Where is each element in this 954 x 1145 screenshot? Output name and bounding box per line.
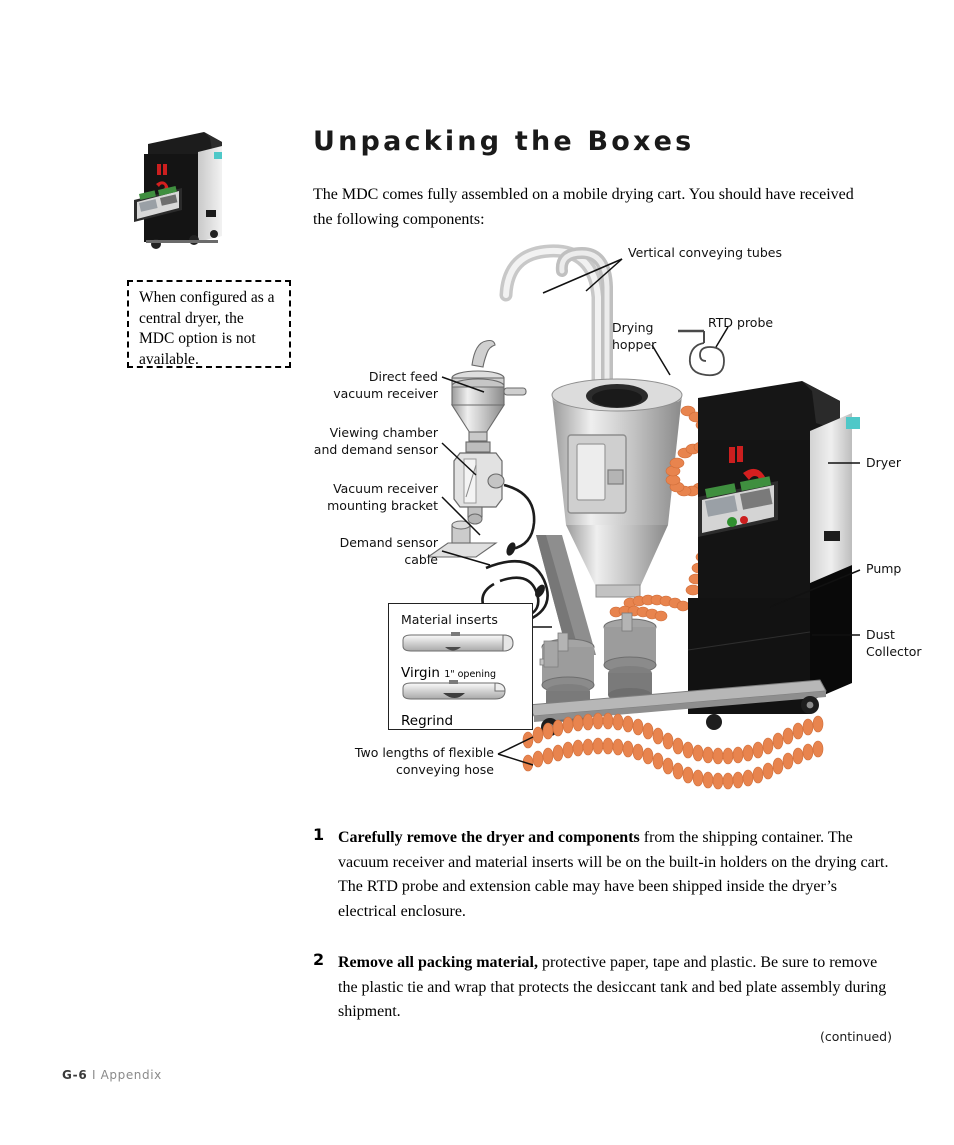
- page-title: Unpacking the Boxes: [313, 126, 695, 157]
- step-number: 2: [313, 950, 325, 969]
- note-callout: When configured as a central dryer, the …: [127, 280, 291, 368]
- material-inserts-box: Material inserts Virgin 1" opening Regri…: [388, 603, 533, 730]
- step-item: 2 Remove all packing material, protectiv…: [313, 950, 893, 1025]
- dryer-unit-graphic: [698, 381, 860, 598]
- vacuum-receiver-mounting-bracket-graphic: [426, 520, 498, 558]
- step-lead: Remove all packing material,: [338, 954, 538, 971]
- intro-paragraph: The MDC comes fully assembled on a mobil…: [313, 186, 854, 228]
- viewing-chamber-graphic: [453, 441, 536, 556]
- vertical-conveying-tubes-graphic: [499, 244, 613, 426]
- rtd-probe-graphic: [678, 329, 725, 377]
- direct-feed-vacuum-receiver-graphic: [450, 339, 527, 442]
- label-dryer: Dryer: [866, 455, 901, 470]
- step-lead: Carefully remove the dryer and component…: [338, 829, 640, 846]
- note-callout-text: When configured as a central dryer, the …: [139, 289, 275, 368]
- regrind-insert-icon: [402, 680, 506, 700]
- regrind-insert-label: Regrind: [401, 713, 454, 729]
- label-drying-hopper: Drying hopper: [612, 320, 657, 352]
- label-rtd-probe: RTD probe: [708, 315, 774, 330]
- drying-hopper-graphic: [551, 378, 683, 598]
- page-footer: G-6 I Appendix: [62, 1068, 162, 1082]
- virgin-insert-label: Virgin 1" opening: [401, 665, 496, 681]
- step-item: 1 Carefully remove the dryer and compone…: [313, 825, 893, 924]
- folio-section: Appendix: [100, 1068, 162, 1082]
- leader-lines: [441, 258, 861, 766]
- exploded-component-diagram: Vertical conveying tubes Drying hopper R…: [300, 235, 940, 815]
- label-direct-feed-vacuum-receiver: Direct feed vacuum receiver: [333, 369, 438, 401]
- procedure-steps: 1 Carefully remove the dryer and compone…: [313, 825, 893, 1044]
- step-body: from the shipping container. The vacuum …: [338, 829, 889, 920]
- step-body: protective paper, tape and plastic. Be s…: [338, 954, 887, 1020]
- step-number: 1: [313, 825, 325, 844]
- virgin-text: Virgin: [401, 665, 440, 681]
- flexible-conveying-hoses-graphic: [522, 712, 824, 790]
- label-dust-collector: Dust Collector: [866, 627, 922, 659]
- label-pump: Pump: [866, 561, 902, 576]
- continued-note: (continued): [819, 1029, 892, 1044]
- label-conveying-hose: Two lengths of flexible conveying hose: [354, 745, 494, 777]
- label-demand-sensor-cable: Demand sensor cable: [339, 535, 438, 567]
- folio-page-number: G-6: [62, 1068, 88, 1082]
- virgin-insert-icon: [402, 632, 514, 652]
- label-viewing-chamber: Viewing chamber and demand sensor: [313, 425, 438, 457]
- folio-separator: I: [92, 1068, 97, 1082]
- material-inserts-title: Material inserts: [401, 612, 498, 627]
- label-vacuum-receiver-bracket: Vacuum receiver mounting bracket: [327, 481, 438, 513]
- virgin-opening-note: 1" opening: [444, 669, 497, 680]
- dryer-thumbnail-icon: [126, 124, 234, 252]
- label-vertical-conveying-tubes: Vertical conveying tubes: [628, 245, 782, 260]
